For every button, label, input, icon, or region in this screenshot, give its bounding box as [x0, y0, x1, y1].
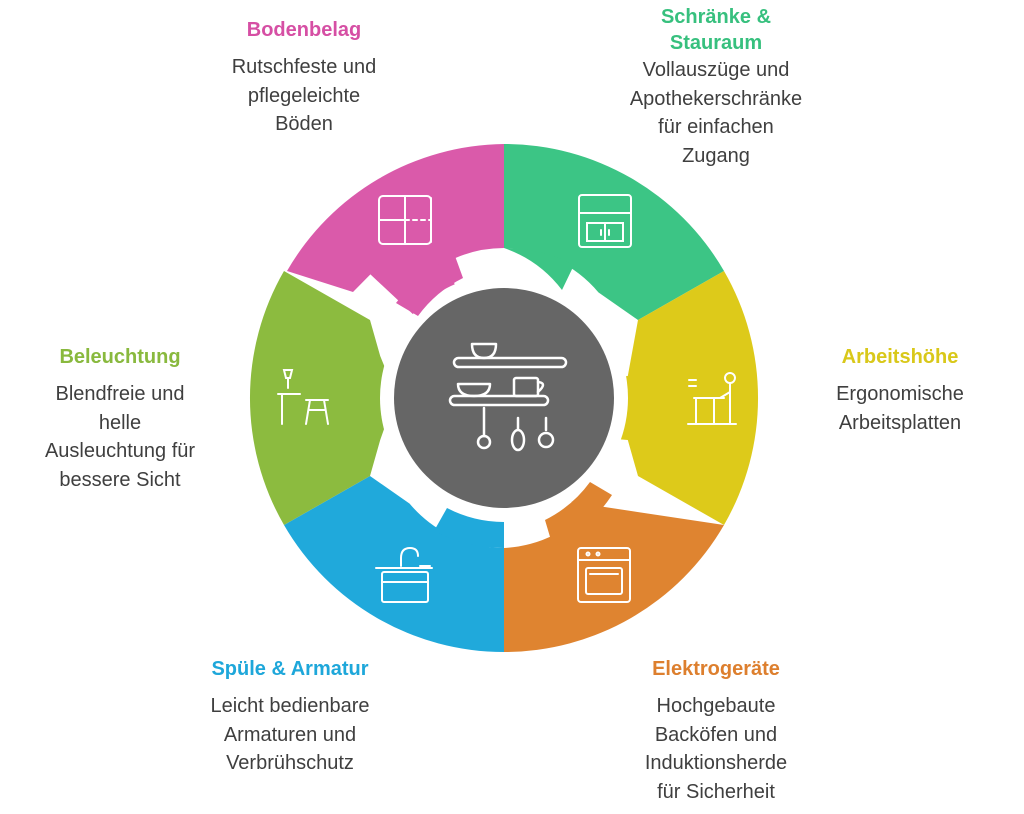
- desc-line: Leicht bedienbare: [210, 695, 370, 717]
- desc-schraenke: Vollauszüge und Apothekerschränke für ei…: [586, 56, 846, 170]
- desc-arbeitshoehe: Ergonomische Arbeitsplatten: [776, 380, 1024, 437]
- label-arbeitshoehe: Arbeitshöhe Ergonomische Arbeitsplatten: [776, 344, 1024, 437]
- desc-line: Ergonomische: [836, 383, 964, 405]
- desc-line: Induktionsherde: [644, 752, 788, 774]
- desc-line: helle: [98, 411, 142, 434]
- label-bodenbelag: Bodenbelag Rutschfeste und pflegeleichte…: [184, 17, 424, 139]
- center-circle: [394, 288, 614, 508]
- gap-elektrogeraete: [545, 482, 612, 547]
- cabinet-icon: [578, 194, 632, 248]
- desc-line: Rutschfeste und: [231, 56, 377, 78]
- desc-line: für einfachen: [658, 116, 774, 138]
- desc-line: Arbeitsplatten: [838, 411, 962, 434]
- ergonomic-worktop-icon: [687, 372, 737, 425]
- desc-line: Ausleuchtung für: [44, 440, 196, 462]
- title-arbeitshoehe: Arbeitshöhe: [841, 346, 959, 368]
- label-elektrogeraete: Elektrogeräte Hochgebaute Backöfen und I…: [596, 656, 836, 806]
- desc-line: Verbrühschutz: [226, 752, 354, 774]
- desc-line: Apothekerschränke: [629, 87, 803, 110]
- segment-spuele: [284, 476, 504, 652]
- desc-line: für Sicherheit: [657, 780, 775, 803]
- title-line: Stauraum: [669, 32, 763, 54]
- segment-schraenke: [504, 144, 724, 320]
- title-spuele: Spüle & Armatur: [211, 658, 369, 680]
- label-spuele: Spüle & Armatur Leicht bedienbare Armatu…: [170, 656, 410, 778]
- desc-line: Armaturen und: [223, 723, 357, 746]
- label-beleuchtung: Beleuchtung Blendfreie und helle Ausleuc…: [0, 344, 240, 494]
- segment-arbeitshoehe: [580, 271, 759, 525]
- desc-elektrogeraete: Hochgebaute Backöfen und Induktionsherde…: [596, 692, 836, 806]
- label-schraenke: Schränke & Stauraum Vollauszüge und Apot…: [586, 4, 846, 170]
- kitchen-shelf-icon: [448, 342, 568, 452]
- segment-beleuchtung: [249, 271, 390, 525]
- flooring-tiles-icon: [378, 195, 432, 245]
- desc-line: Zugang: [682, 144, 750, 167]
- oven-icon: [577, 547, 631, 603]
- desc-beleuchtung: Blendfreie und helle Ausleuchtung für be…: [0, 380, 240, 494]
- desc-line: Hochgebaute: [656, 695, 776, 717]
- desc-line: Backöfen und: [654, 723, 778, 746]
- title-bodenbelag: Bodenbelag: [246, 19, 362, 41]
- desc-line: Böden: [275, 113, 333, 135]
- desc-line: Vollauszüge und: [642, 59, 790, 81]
- gap-schraenke: [504, 247, 574, 290]
- sink-faucet-icon: [375, 546, 433, 603]
- lamp-bar-icon: [277, 369, 329, 425]
- desc-line: Blendfreie und: [55, 383, 185, 405]
- desc-bodenbelag: Rutschfeste und pflegeleichte Böden: [184, 53, 424, 139]
- title-schraenke: Schränke & Stauraum: [586, 4, 846, 56]
- title-line: Schränke &: [660, 6, 772, 28]
- desc-spuele: Leicht bedienbare Armaturen und Verbrühs…: [170, 692, 410, 778]
- gap-spuele: [434, 508, 504, 549]
- gap-bodenbelag: [396, 256, 463, 316]
- desc-line: pflegeleichte: [247, 84, 361, 107]
- title-elektrogeraete: Elektrogeräte: [652, 658, 780, 680]
- title-beleuchtung: Beleuchtung: [59, 346, 181, 368]
- desc-line: bessere Sicht: [59, 468, 181, 491]
